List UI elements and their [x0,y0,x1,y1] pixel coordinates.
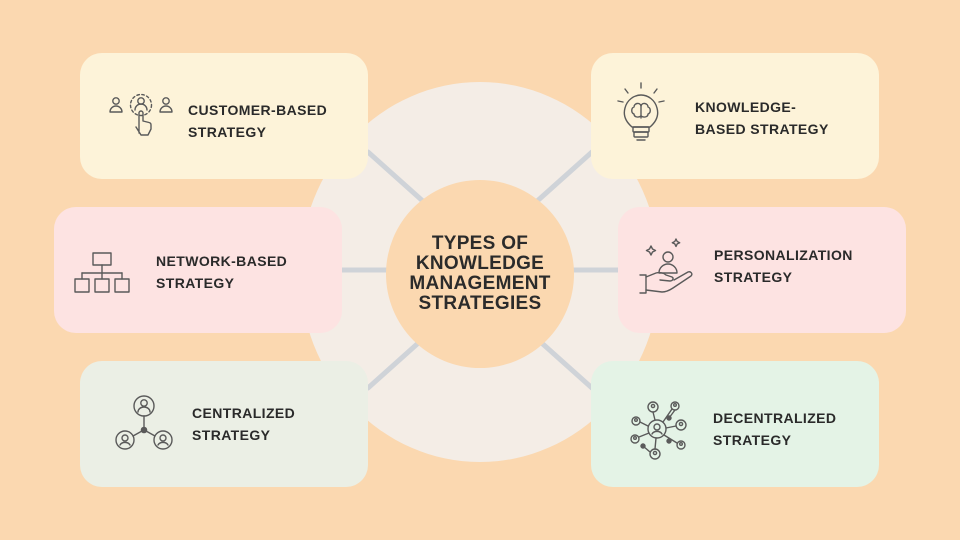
hand-person-icon [638,237,698,297]
card-personalization: PERSONALIZATION STRATEGY [618,207,906,333]
card-label: CENTRALIZED STRATEGY [192,405,296,443]
centralized-network-icon [114,394,174,454]
spoke-top-right [532,149,595,206]
customer-select-icon [108,93,174,137]
card-customer-based: CUSTOMER-BASED STRATEGY [80,53,368,179]
card-label: DECENTRALIZED STRATEGY [713,410,837,448]
spoke-bottom-right [532,334,595,391]
card-knowledge-based: KNOWLEDGE- BASED STRATEGY [591,53,879,179]
card-decentralized: DECENTRALIZED STRATEGY [591,361,879,487]
card-label: KNOWLEDGE- BASED STRATEGY [695,99,829,137]
decentralized-network-icon [629,399,691,461]
center-title: TYPES OF KNOWLEDGE MANAGEMENT STRATEGIES [409,233,551,314]
spoke-bottom-left [365,334,428,391]
card-label: PERSONALIZATION STRATEGY [714,247,853,285]
card-centralized: CENTRALIZED STRATEGY [80,361,368,487]
lightbulb-brain-icon [613,81,669,145]
card-label: NETWORK-BASED STRATEGY [156,253,288,291]
card-label: CUSTOMER-BASED STRATEGY [188,102,328,140]
hierarchy-network-icon [74,251,130,295]
spoke-top-left [365,149,428,206]
card-network-based: NETWORK-BASED STRATEGY [54,207,342,333]
center-hub: TYPES OF KNOWLEDGE MANAGEMENT STRATEGIES [386,180,574,368]
